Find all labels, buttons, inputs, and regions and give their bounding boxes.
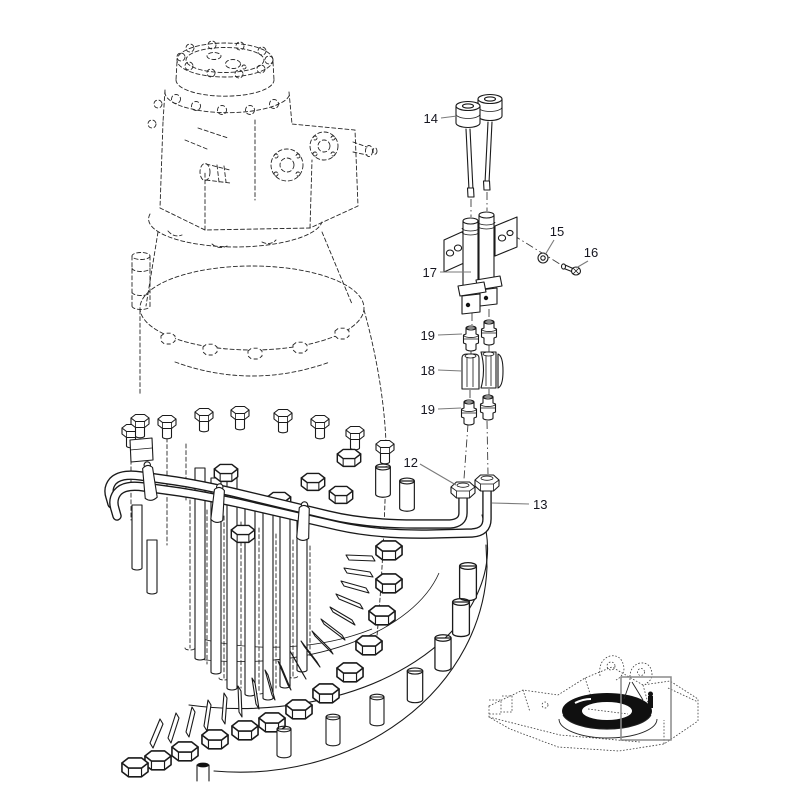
connectors-19-upper <box>462 319 498 352</box>
callout-label-16[interactable]: 16 <box>584 245 598 260</box>
bracket-plate-right <box>494 216 518 257</box>
callouts: 14 15 16 17 19 18 19 12 <box>404 111 599 512</box>
callout-16[interactable]: 16 <box>575 245 598 269</box>
motor-port <box>225 59 241 69</box>
connectors-19-lower <box>460 394 497 426</box>
valve-assembly <box>443 93 582 480</box>
callout-label-19-lower[interactable]: 19 <box>421 402 435 417</box>
pipe-clamp <box>140 460 158 502</box>
callout-12[interactable]: 12 <box>404 455 457 486</box>
orifice-rod-left <box>465 128 474 191</box>
callout-19-lower[interactable]: 19 <box>421 402 462 417</box>
callout-label-18[interactable]: 18 <box>421 363 435 378</box>
gear-teeth <box>149 554 376 749</box>
callout-14[interactable]: 14 <box>424 111 458 126</box>
pin-arc-outer <box>196 463 478 782</box>
cushion-valve-17 <box>443 211 518 315</box>
callout-label-14[interactable]: 14 <box>424 111 438 126</box>
washer-15 <box>537 252 549 264</box>
ring-left-end <box>129 413 158 595</box>
locator-pin <box>648 691 653 708</box>
base-frame-outline <box>488 666 699 752</box>
orifice-rod-right <box>484 121 493 184</box>
locator-highlight-ring <box>558 693 658 739</box>
pedestal-flange-plugs <box>160 327 350 360</box>
manifold-flange-faces <box>270 131 339 182</box>
swing-motor-phantom-drawing <box>147 40 378 249</box>
cap-fittings-14 <box>455 93 503 198</box>
manifold-right-port <box>352 141 378 157</box>
locator-box <box>620 676 672 741</box>
callout-label-19-upper[interactable]: 19 <box>421 328 435 343</box>
callout-17[interactable]: 17 <box>423 265 471 280</box>
motor-port <box>206 52 222 60</box>
callout-label-12[interactable]: 12 <box>404 455 418 470</box>
motor-cover-bolts <box>176 40 274 79</box>
motor-rim-bolts <box>147 94 279 129</box>
callout-19-upper[interactable]: 19 <box>421 328 463 343</box>
callout-label-15[interactable]: 15 <box>550 224 564 239</box>
front-bolt-chain <box>121 540 403 778</box>
ring-band-bottom-edge <box>213 566 488 773</box>
bolt-16 <box>560 263 582 276</box>
pedestal-left-plug <box>131 252 151 310</box>
callout-13[interactable]: 13 <box>491 497 547 512</box>
boom-brackets <box>599 655 653 685</box>
callout-label-17[interactable]: 17 <box>423 265 437 280</box>
clamp-halves-18 <box>461 351 504 390</box>
motor-housing-outline <box>159 121 359 231</box>
hydraulic-pipes <box>104 460 500 542</box>
mount-pedestal-phantom-drawing <box>131 231 387 637</box>
callout-18[interactable]: 18 <box>421 363 463 378</box>
stud-curtain <box>130 437 311 701</box>
callout-label-13[interactable]: 13 <box>533 497 547 512</box>
slew-ring-drawing <box>121 405 489 782</box>
machine-locator-thumbnail <box>488 655 699 752</box>
manifold-left-port <box>199 163 231 184</box>
callout-15[interactable]: 15 <box>544 224 564 256</box>
pipe-nut-right <box>474 474 500 492</box>
